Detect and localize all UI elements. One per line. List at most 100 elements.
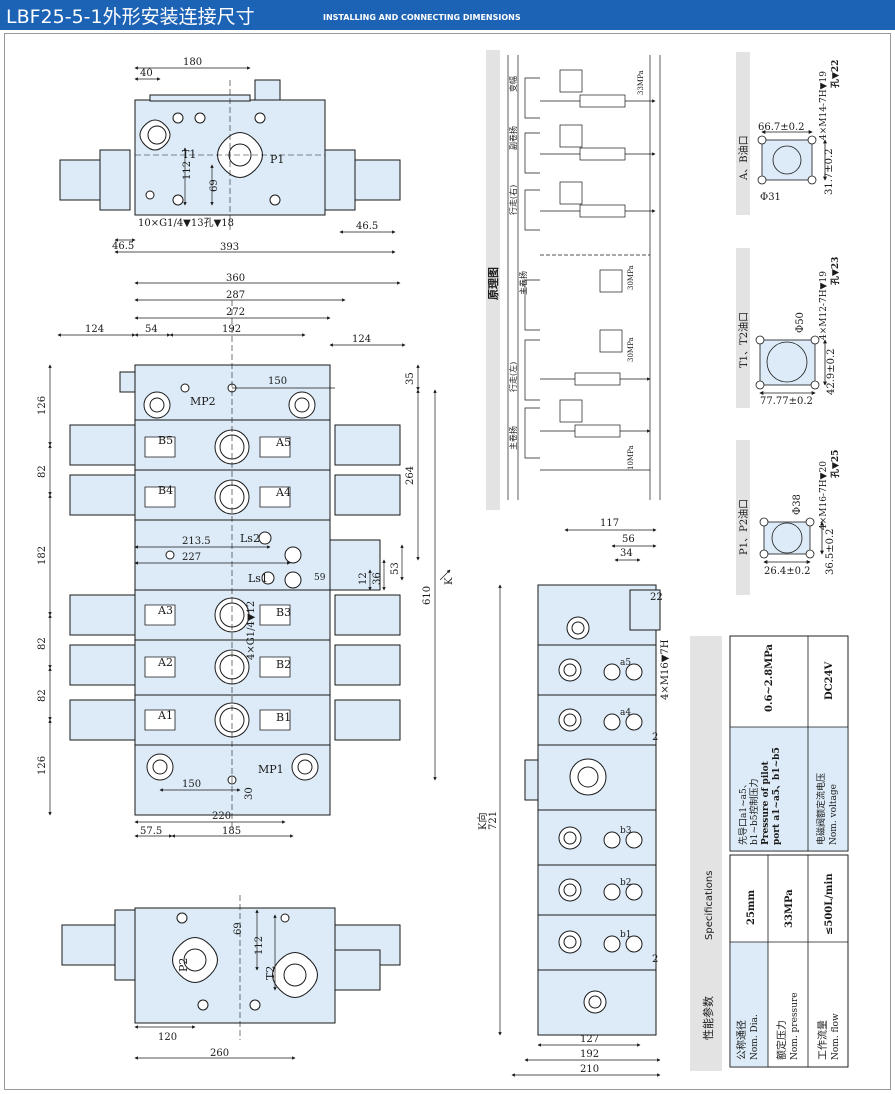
view-k-direction: K向 [476, 813, 489, 830]
port-label-b2: B2 [276, 658, 291, 671]
port-label-a5: A5 [275, 436, 291, 449]
dim-185: 185 [222, 826, 241, 837]
page-title: LBF25-5-1外形安装连接尺寸 [6, 6, 255, 28]
port-detail-ab-thread: 4×M14-7H▼19 [819, 71, 829, 140]
schematic-section-3: 行走(右) [508, 185, 518, 215]
port-detail-t-hole: 孔▼23 [829, 257, 841, 285]
thread-note-top: 10×G1/4▼13孔▼18 [138, 217, 234, 229]
dim-182: 182 [37, 546, 48, 565]
dim-40: 40 [140, 68, 153, 79]
specs-table [690, 635, 849, 1071]
dim-69-bottom: 69 [233, 922, 244, 935]
top-view [59, 66, 401, 254]
spec2-row1-cn1: 先导口a1~a5、 [737, 779, 749, 845]
dim-213-5: 213.5 [182, 536, 211, 547]
port-label-a3: A3 [157, 604, 173, 617]
dim-112-bottom: 112 [254, 936, 265, 955]
dim-610: 610 [422, 586, 433, 605]
view-k-label: K [444, 577, 455, 585]
port-detail-p-hole: 孔▼25 [829, 450, 841, 478]
dim-287: 287 [226, 290, 245, 301]
dim-180: 180 [183, 57, 202, 68]
port-label-b3: B3 [276, 606, 291, 619]
spec2-row1-en2: port a1~a5、b1~b5 [772, 747, 782, 845]
port-detail-ab-dim1: 66.7±0.2 [758, 122, 805, 133]
port-details [736, 52, 827, 595]
port-label-p2: P2 [177, 958, 190, 972]
port-detail-t-dim1: 77.77±0.2 [760, 396, 813, 407]
dim-117: 117 [600, 518, 619, 529]
port-detail-t-thread: 4×M12-7H▼19 [819, 271, 829, 340]
dim-69: 69 [209, 179, 220, 192]
side-port-a5: a5 [620, 658, 631, 668]
dim-393: 393 [220, 242, 239, 253]
dim-30: 30 [244, 787, 255, 800]
spec2-row2-value: DC24V [824, 661, 835, 700]
dim-2-b: 2 [652, 954, 658, 965]
spec2-row1-en1: Pressure of pilot [761, 760, 771, 845]
dim-56: 56 [622, 534, 635, 545]
spec2-row1-value: 0.6~2.8MPa [764, 644, 775, 712]
dim-126-bottom: 126 [37, 756, 48, 775]
dim-227: 227 [182, 552, 201, 563]
side-port-b3: b3 [620, 826, 632, 836]
dim-82-a: 82 [37, 465, 48, 478]
port-detail-title-ab: A、B油口 [737, 135, 750, 181]
dim-124-left: 124 [85, 324, 104, 335]
port-detail-ab-dia: Φ31 [760, 192, 781, 203]
port-label-t1: T1 [182, 148, 196, 161]
hydraulic-schematic [486, 50, 661, 510]
port-label-a2: A2 [157, 656, 173, 669]
dim-22: 22 [650, 592, 663, 603]
port-label-b4: B4 [158, 484, 173, 497]
port-detail-t-dia: Φ50 [795, 312, 806, 333]
dim-54: 54 [145, 324, 158, 335]
schematic-section-4: 主卷扬 [518, 271, 528, 295]
dim-272: 272 [226, 307, 245, 318]
spec2-row2-cn1: 电磁阀额定流电压 [815, 773, 827, 845]
spec-row2-value: 33MPa [784, 889, 795, 928]
port-detail-p-dim1: 26.4±0.2 [764, 566, 811, 577]
specs-band-title-en: Specifications [704, 871, 715, 940]
dim-150-top: 150 [268, 376, 287, 387]
port-detail-p-dim2: 36.5±0.2 [825, 528, 836, 575]
dim-57-5: 57.5 [140, 826, 162, 837]
schematic-section-1: 变幅 [508, 76, 518, 92]
side-port-b2: b2 [620, 878, 632, 888]
dim-46-5-left: 46.5 [112, 241, 134, 252]
port-label-b1: B1 [276, 711, 291, 724]
port-label-b5: B5 [158, 434, 173, 447]
dim-360: 360 [226, 273, 245, 284]
schematic-pressure-2: 30MPa [627, 265, 635, 290]
header-bar: LBF25-5-1外形安装连接尺寸 INSTALLING AND CONNECT… [0, 0, 895, 30]
bottom-view [61, 895, 401, 1060]
dim-112: 112 [182, 161, 193, 180]
schematic-title: 原理图 [487, 267, 500, 300]
port-detail-t-dim2: 42.9±0.2 [826, 348, 837, 395]
dim-220: 220 [212, 811, 231, 822]
dim-2-a: 2 [652, 732, 658, 743]
port-detail-ab-hole: 孔▼22 [829, 60, 841, 88]
dim-210: 210 [580, 1064, 599, 1075]
schematic-section-5: 行走(左) [508, 362, 518, 392]
dim-34: 34 [620, 548, 633, 559]
dim-35: 35 [405, 372, 416, 385]
spec-row2-en: Nom. pressure [790, 992, 800, 1060]
dim-46-5-right: 46.5 [356, 221, 378, 232]
dim-721: 721 [488, 811, 499, 830]
dim-53: 53 [390, 562, 401, 575]
page-subtitle: INSTALLING AND CONNECTING DIMENSIONS [323, 13, 521, 22]
port-label-t2: T2 [264, 966, 277, 980]
dim-124-right: 124 [352, 334, 371, 345]
dim-264: 264 [405, 466, 416, 485]
dim-120: 120 [158, 1032, 177, 1043]
port-label-a4: A4 [275, 486, 291, 499]
spec-row1-cn: 公称通径 [735, 1020, 748, 1060]
schematic-pressure-1: 33MPa [637, 70, 645, 95]
port-label-p1: P1 [270, 153, 284, 166]
drawing-frame [4, 33, 891, 1090]
dim-36: 36 [372, 572, 383, 585]
port-label-mp2: MP2 [190, 395, 216, 408]
schematic-pressure-4: 10MPa [627, 445, 635, 470]
